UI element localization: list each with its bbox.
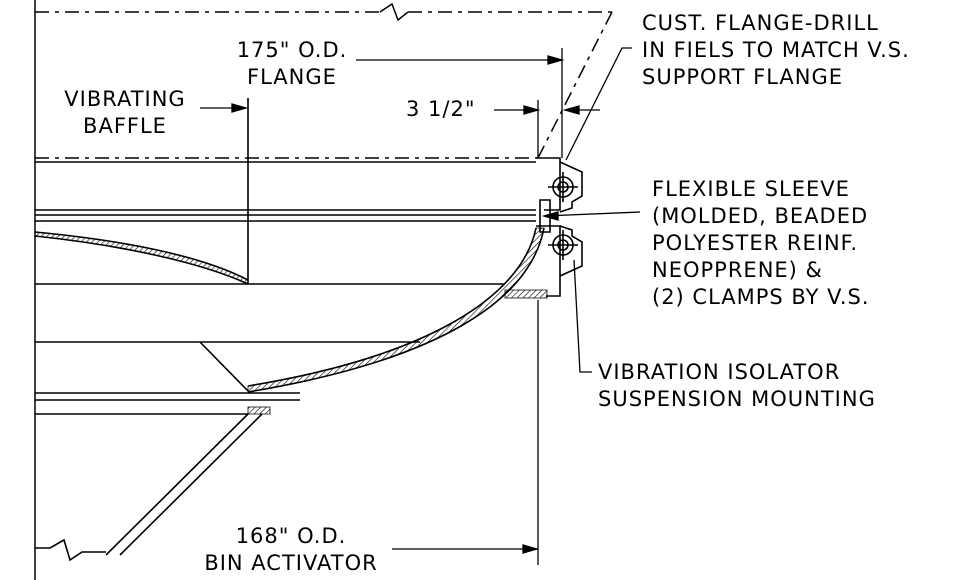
cust-flange-label: CUST. FLANGE-DRILL IN FIELS TO MATCH V.S… <box>642 10 910 91</box>
od-168-bin-activator-label: 168" O.D. BIN ACTIVATOR <box>186 523 396 577</box>
od-175-flange-label: 175" O.D. FLANGE <box>226 37 358 91</box>
cust-flange-line-2: IN FIELS TO MATCH V.S. <box>642 38 910 62</box>
vibration-isolator-line-1: VIBRATION ISOLATOR <box>598 360 841 384</box>
vibration-isolator-label: VIBRATION ISOLATOR SUSPENSION MOUNTING <box>598 359 876 413</box>
cust-flange-line-1: CUST. FLANGE-DRILL <box>642 11 879 35</box>
vibrating-baffle-line-2: BAFFLE <box>83 114 167 138</box>
vibration-isolator-line-2: SUSPENSION MOUNTING <box>598 387 876 411</box>
vibrating-baffle-line-1: VIBRATING <box>64 87 186 111</box>
flexible-sleeve-line-2: (MOLDED, BEADED <box>652 204 869 228</box>
od-175-line-1: 175" O.D. <box>236 38 348 62</box>
od-168-line-1: 168" O.D. <box>235 524 347 548</box>
flange-clamp-detail <box>536 158 582 296</box>
hatched-sections <box>35 228 547 414</box>
flexible-sleeve-line-3: POLYESTER REINF. <box>652 231 859 255</box>
vibrating-baffle-label: VIBRATING BAFFLE <box>60 86 190 140</box>
od-175-line-2: FLANGE <box>247 65 337 89</box>
flexible-sleeve-line-5: (2) CLAMPS BY V.S. <box>652 285 870 309</box>
dim-3-1-2-text: 3 1/2" <box>406 97 476 121</box>
od-168-line-2: BIN ACTIVATOR <box>204 551 378 575</box>
flexible-sleeve-label: FLEXIBLE SLEEVE (MOLDED, BEADED POLYESTE… <box>652 176 870 311</box>
flexible-sleeve-line-4: NEOPPRENE) & <box>652 258 823 282</box>
dim-3-1-2-label: 3 1/2" <box>406 96 476 123</box>
frame-lines <box>35 0 612 580</box>
dimension-lines <box>200 48 640 565</box>
bin-activator-body <box>35 98 544 560</box>
flexible-sleeve-line-1: FLEXIBLE SLEEVE <box>652 177 850 201</box>
cust-flange-line-3: SUPPORT FLANGE <box>642 65 844 89</box>
